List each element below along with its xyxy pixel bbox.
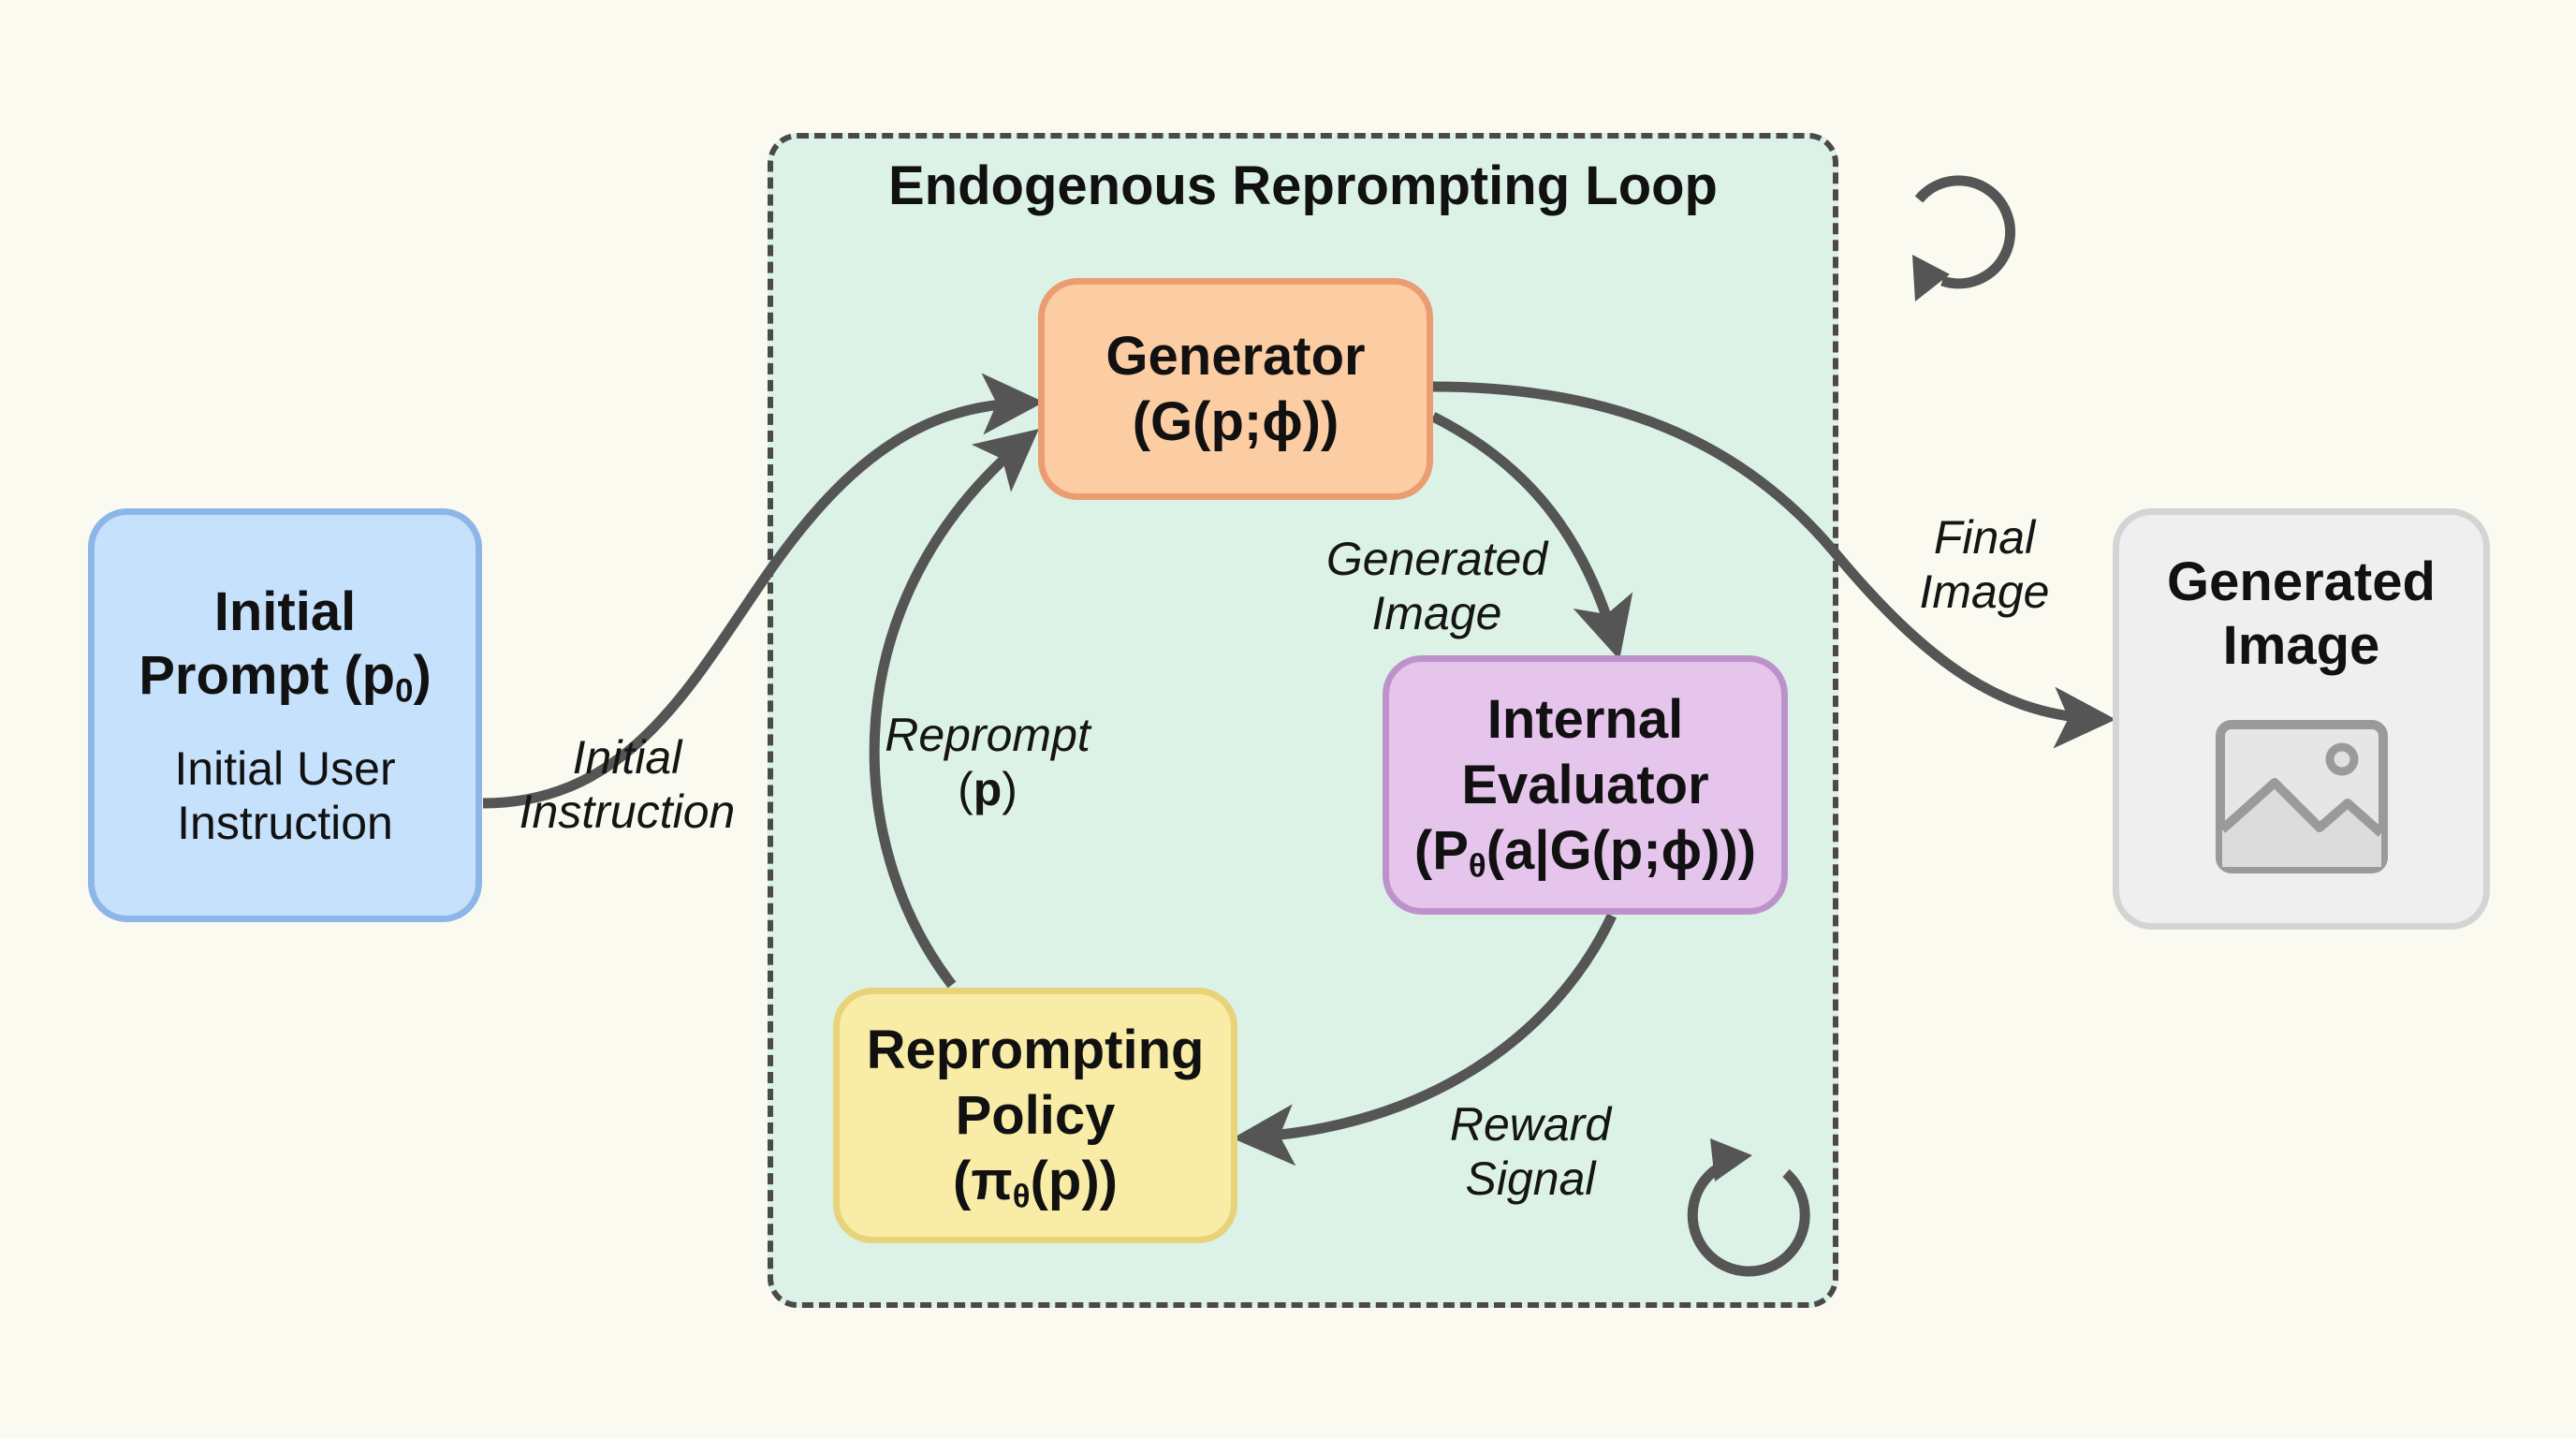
- evaluator-title-line1: Internal: [1486, 688, 1684, 750]
- label-line: Generated: [1325, 533, 1548, 585]
- initial-prompt-subtitle: Initial User Instruction: [174, 741, 395, 850]
- evaluator-title-line2: Evaluator: [1461, 754, 1709, 815]
- reprompt-arrow: [869, 429, 1039, 989]
- formula-part: (p)): [1030, 1150, 1118, 1211]
- generated-image-arrow: [1430, 412, 1633, 660]
- generated-image-label: Generated Image: [1310, 532, 1563, 640]
- label-line: Image: [1371, 587, 1502, 639]
- formula-part: (a|G(p;ϕ))): [1486, 819, 1757, 881]
- initial-instruction-label: Initial Instruction: [505, 730, 749, 839]
- generated-image-node[interactable]: Generated Image: [2113, 508, 2490, 930]
- generated-image-title-line2: Image: [2222, 615, 2380, 676]
- reward-signal-arrow: [1232, 913, 1617, 1167]
- label-line: Reprompt: [885, 709, 1090, 761]
- loop-title: Endogenous Reprompting Loop: [887, 155, 1718, 216]
- initial-instruction-arrow: [482, 373, 1045, 809]
- generator-title: Generator: [1105, 325, 1366, 387]
- label-line: Signal: [1465, 1152, 1596, 1205]
- policy-formula: (πθ(p)): [953, 1149, 1118, 1214]
- image-placeholder-icon: [2215, 720, 2388, 873]
- title-close: ): [413, 645, 432, 706]
- initial-prompt-node[interactable]: Initial Prompt (p0) Initial User Instruc…: [88, 508, 482, 922]
- cycle-arrow-icon: [1687, 1138, 1810, 1277]
- label-paren: (: [958, 763, 973, 815]
- generator-formula: (G(p;ϕ)): [1132, 390, 1339, 452]
- policy-title-line2: Policy: [955, 1084, 1116, 1146]
- final-image-label: Final Image: [1881, 510, 2087, 619]
- label-line: Instruction: [519, 785, 736, 838]
- internal-evaluator-node[interactable]: Internal Evaluator (Pθ(a|G(p;ϕ))): [1383, 655, 1788, 915]
- evaluator-formula: (Pθ(a|G(p;ϕ))): [1414, 818, 1756, 884]
- label-line: Final: [1933, 511, 2036, 564]
- title-line: Initial: [213, 581, 357, 642]
- subscript: θ: [1012, 1178, 1031, 1215]
- subtitle-line: Initial User: [174, 742, 396, 795]
- formula-part: (P: [1413, 819, 1469, 881]
- generator-node[interactable]: Generator (G(p;ϕ)): [1038, 278, 1433, 500]
- label-line: Reward: [1449, 1098, 1612, 1151]
- reward-signal-label: Reward Signal: [1423, 1097, 1638, 1206]
- reprompting-policy-node[interactable]: Reprompting Policy (πθ(p)): [833, 988, 1237, 1243]
- policy-title-line1: Reprompting: [866, 1019, 1205, 1080]
- final-image-arrow: [1432, 381, 2116, 749]
- label-line: Initial: [572, 731, 682, 784]
- generated-image-title-line1: Generated: [2167, 551, 2436, 612]
- initial-prompt-title: Initial Prompt (p0): [139, 580, 432, 708]
- label-line: Image: [1919, 565, 2050, 618]
- label-variable: p: [973, 763, 1003, 815]
- subscript: 0: [395, 672, 414, 710]
- label-paren: ): [1002, 763, 1017, 815]
- subtitle-line: Instruction: [177, 797, 393, 849]
- formula-part: (π: [953, 1150, 1013, 1211]
- cycle-arrow-icon: [1912, 175, 2016, 301]
- subscript: θ: [1468, 847, 1486, 885]
- title-line: Prompt (p: [139, 645, 396, 706]
- reprompt-label: Reprompt (p): [871, 708, 1105, 816]
